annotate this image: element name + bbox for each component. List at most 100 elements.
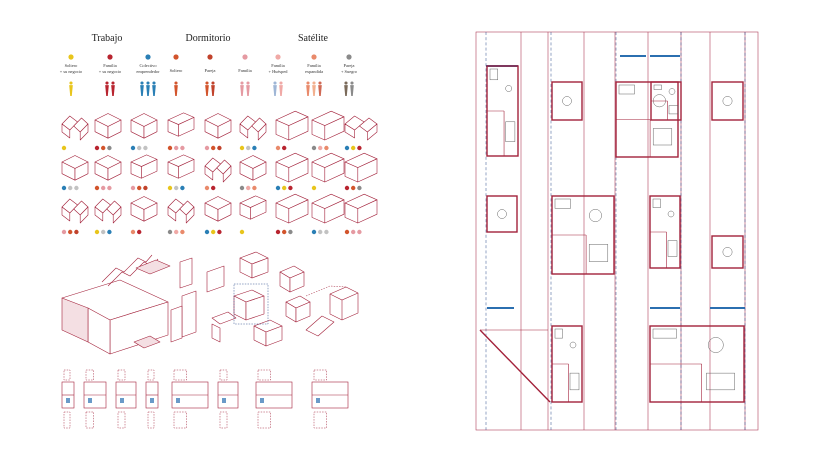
- wall-panel-3: [170, 305, 183, 343]
- room-box-5-side: [295, 301, 311, 323]
- table-icon: [588, 209, 602, 222]
- module-color-dot: [137, 229, 142, 235]
- room-box-1-side: [251, 257, 269, 279]
- person-body: [350, 85, 354, 96]
- module-b-right: [185, 206, 195, 224]
- isometric-module-icon: [130, 196, 158, 222]
- module-color-dot: [217, 145, 222, 151]
- person-body: [318, 85, 322, 96]
- plan-unit: [551, 81, 583, 121]
- floor-plan-drawing: [61, 369, 75, 429]
- floor-plan-drawing: [217, 369, 239, 429]
- module-right: [74, 161, 89, 181]
- person-figure-icon: [69, 81, 73, 96]
- plan-unit: [486, 195, 518, 233]
- isometric-module-grid: [61, 110, 378, 224]
- module-color-dot: [211, 185, 216, 191]
- group-dots: [68, 54, 352, 60]
- person-figure-icon: [174, 81, 178, 96]
- module-color-dot: [68, 229, 73, 235]
- group-dot: [68, 54, 74, 60]
- module-color-dot: [246, 185, 251, 191]
- group-label-familia-huesped-l1: Familia: [271, 63, 284, 68]
- person-head: [312, 81, 316, 85]
- person-figure-icon: [279, 81, 283, 96]
- module-color-dot: [204, 185, 210, 191]
- isometric-module-icon: [130, 113, 158, 139]
- group-dot: [145, 54, 151, 60]
- group-label-familia-expandida-l2: expandida: [305, 69, 323, 74]
- module-color-dots: [61, 145, 362, 235]
- plan-dash-top: [85, 369, 94, 381]
- table-icon: [722, 96, 733, 106]
- person-figure-icon: [344, 81, 348, 96]
- person-body: [306, 85, 310, 96]
- isometric-module-icon: [94, 113, 122, 139]
- person-head: [240, 81, 244, 85]
- table-icon: [569, 341, 577, 349]
- bed-icon: [652, 128, 673, 146]
- person-head: [273, 81, 277, 85]
- isometric-module-icon: [311, 152, 345, 183]
- landing-pad: [135, 259, 171, 275]
- mini-floor-plans-row: [61, 369, 349, 429]
- module-color-dot: [107, 229, 112, 235]
- module-color-dot: [61, 229, 67, 235]
- module-color-dot: [137, 145, 142, 151]
- plan-fixture: [120, 398, 124, 403]
- plan-unit: [649, 195, 681, 269]
- module-color-dot: [174, 229, 179, 235]
- counter-icon: [653, 84, 662, 90]
- module-color-dot: [180, 145, 185, 151]
- person-head: [211, 81, 215, 85]
- stoop-pad: [133, 335, 161, 349]
- legend: Trabajo Dormitorio Satélite Soltero + su…: [60, 33, 358, 96]
- isometric-module-icon: [239, 195, 267, 220]
- module-color-dot: [239, 229, 245, 235]
- isometric-module-icon: [275, 110, 309, 141]
- module-color-dot: [137, 185, 142, 191]
- isometric-module-icon: [94, 198, 122, 224]
- module-a-left: [239, 123, 249, 139]
- group-label-soltero: Soltero: [170, 68, 183, 73]
- person-head: [105, 81, 109, 85]
- isometric-module-icon: [167, 154, 195, 179]
- isometric-module-icon: [61, 115, 89, 141]
- dashed-frame-1: [233, 283, 269, 325]
- plan-dash-bottom: [117, 411, 126, 429]
- floor-plan-drawing: [255, 369, 293, 429]
- module-color-dot: [211, 145, 216, 151]
- person-head: [318, 81, 322, 85]
- isometric-module-icon: [344, 115, 378, 141]
- person-figure-icon: [246, 81, 250, 96]
- module-color-dot: [130, 185, 136, 191]
- module-b-right: [257, 123, 267, 141]
- module-right: [288, 199, 309, 224]
- module-color-dot: [180, 185, 185, 191]
- plan-fixture: [260, 398, 264, 403]
- module-color-dot: [324, 229, 329, 235]
- isometric-module-icon: [311, 110, 345, 141]
- person-body: [105, 85, 109, 96]
- plan-dash-top: [313, 369, 327, 381]
- module-color-dot: [288, 185, 293, 191]
- isometric-module-icon: [275, 152, 309, 183]
- plan-unit: [711, 235, 744, 269]
- plan-units: [486, 65, 745, 403]
- module-b-right: [112, 206, 122, 224]
- person-head: [146, 81, 150, 85]
- module-b-right: [79, 206, 89, 224]
- plan-fixture: [150, 398, 154, 403]
- person-figure-icon: [350, 81, 354, 96]
- counter-icon: [554, 328, 563, 339]
- person-body: [146, 85, 150, 96]
- room-box-2-side: [245, 295, 265, 321]
- counter-icon: [489, 68, 498, 81]
- person-figure-icon: [306, 81, 310, 96]
- floor-plan-drawing: [311, 369, 349, 429]
- unit-walls: [486, 195, 518, 233]
- module-color-dot: [275, 229, 281, 235]
- module-color-dot: [101, 229, 106, 235]
- plan-dash-bottom: [85, 411, 94, 429]
- plan-dash-bottom: [219, 411, 228, 429]
